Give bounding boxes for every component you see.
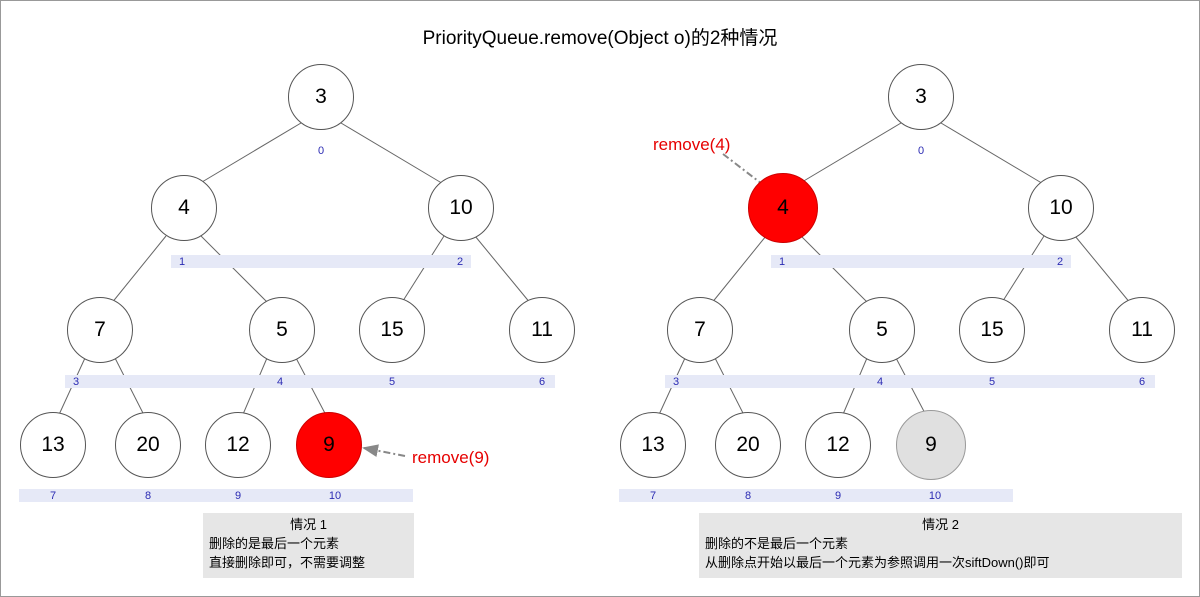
- node-index: 10: [328, 490, 342, 502]
- node-index: 0: [317, 145, 325, 157]
- index-band-level4-right: [619, 489, 1013, 502]
- caption-line: 直接删除即可，不需要调整: [209, 554, 366, 570]
- node-index: 3: [672, 376, 680, 388]
- tree-node[interactable]: 20: [715, 412, 781, 478]
- node-index: 2: [1056, 256, 1064, 268]
- node-index: 4: [876, 376, 884, 388]
- node-index: 5: [988, 376, 996, 388]
- node-value: 10: [449, 196, 473, 219]
- node-value: 3: [915, 85, 927, 108]
- node-index: 5: [388, 376, 396, 388]
- case-1-caption: 情况 1 删除的是最后一个元素 直接删除即可，不需要调整: [203, 513, 414, 578]
- tree-node[interactable]: 15: [359, 297, 425, 363]
- caption-title: 情况 2: [922, 517, 959, 532]
- remove-annotation-right: remove(4): [653, 135, 731, 154]
- index-band-level3-left: [65, 375, 555, 388]
- case-2-caption: 情况 2 删除的不是最后一个元素 从删除点开始以最后一个元素为参照调用一次sif…: [699, 513, 1182, 578]
- node-value: 13: [41, 433, 65, 456]
- tree-node[interactable]: 10: [428, 175, 494, 241]
- caption-line: 从删除点开始以最后一个元素为参照调用一次siftDown()即可: [705, 554, 1050, 570]
- node-value: 20: [136, 433, 160, 456]
- node-value: 13: [641, 433, 665, 456]
- node-value: 5: [876, 318, 888, 341]
- node-value: 12: [226, 433, 250, 456]
- node-index: 4: [276, 376, 284, 388]
- tree-node[interactable]: 11: [509, 297, 575, 363]
- caption-line: 删除的是最后一个元素: [209, 535, 340, 551]
- node-value: 15: [380, 318, 404, 341]
- caption-line: 删除的不是最后一个元素: [705, 535, 849, 551]
- node-index: 8: [144, 490, 152, 502]
- node-index: 7: [49, 490, 57, 502]
- tree-node[interactable]: 20: [115, 412, 181, 478]
- node-value: 11: [1131, 318, 1153, 341]
- index-band-level4-left: [19, 489, 413, 502]
- node-index: 7: [649, 490, 657, 502]
- tree-node-removed[interactable]: 4: [748, 173, 818, 243]
- node-index: 0: [917, 145, 925, 157]
- tree-node[interactable]: 13: [20, 412, 86, 478]
- node-value: 9: [323, 433, 335, 456]
- tree-node-last[interactable]: 9: [896, 410, 966, 480]
- tree-node[interactable]: 12: [205, 412, 271, 478]
- node-index: 10: [928, 490, 942, 502]
- tree-node[interactable]: 7: [67, 297, 133, 363]
- tree-node[interactable]: 3: [288, 64, 354, 130]
- node-value: 12: [826, 433, 850, 456]
- tree-node[interactable]: 5: [249, 297, 315, 363]
- node-index: 1: [178, 256, 186, 268]
- node-index: 1: [778, 256, 786, 268]
- node-index: 8: [744, 490, 752, 502]
- node-index: 3: [72, 376, 80, 388]
- tree-node[interactable]: 13: [620, 412, 686, 478]
- tree-node[interactable]: 12: [805, 412, 871, 478]
- node-value: 7: [94, 318, 106, 341]
- node-value: 3: [315, 85, 327, 108]
- node-value: 10: [1049, 196, 1073, 219]
- remove-annotation-left: remove(9): [412, 448, 490, 467]
- tree-node[interactable]: 3: [888, 64, 954, 130]
- node-value: 4: [178, 196, 190, 219]
- tree-node[interactable]: 4: [151, 175, 217, 241]
- node-value: 4: [777, 196, 789, 219]
- index-band-level2-right: [771, 255, 1071, 268]
- node-index: 6: [1138, 376, 1146, 388]
- node-value: 9: [925, 433, 937, 456]
- node-value: 11: [531, 318, 553, 341]
- tree-node[interactable]: 10: [1028, 175, 1094, 241]
- node-index: 9: [834, 490, 842, 502]
- tree-node[interactable]: 7: [667, 297, 733, 363]
- node-index: 6: [538, 376, 546, 388]
- node-value: 20: [736, 433, 760, 456]
- node-index: 2: [456, 256, 464, 268]
- node-value: 15: [980, 318, 1004, 341]
- page-title: PriorityQueue.remove(Object o)的2种情况: [422, 28, 778, 49]
- node-index: 9: [234, 490, 242, 502]
- tree-node-removed[interactable]: 9: [296, 412, 362, 478]
- tree-node[interactable]: 11: [1109, 297, 1175, 363]
- node-value: 5: [276, 318, 288, 341]
- index-band-level2-left: [171, 255, 471, 268]
- node-value: 7: [694, 318, 706, 341]
- tree-node[interactable]: 5: [849, 297, 915, 363]
- tree-node[interactable]: 15: [959, 297, 1025, 363]
- index-band-level3-right: [665, 375, 1155, 388]
- caption-title: 情况 1: [290, 517, 327, 532]
